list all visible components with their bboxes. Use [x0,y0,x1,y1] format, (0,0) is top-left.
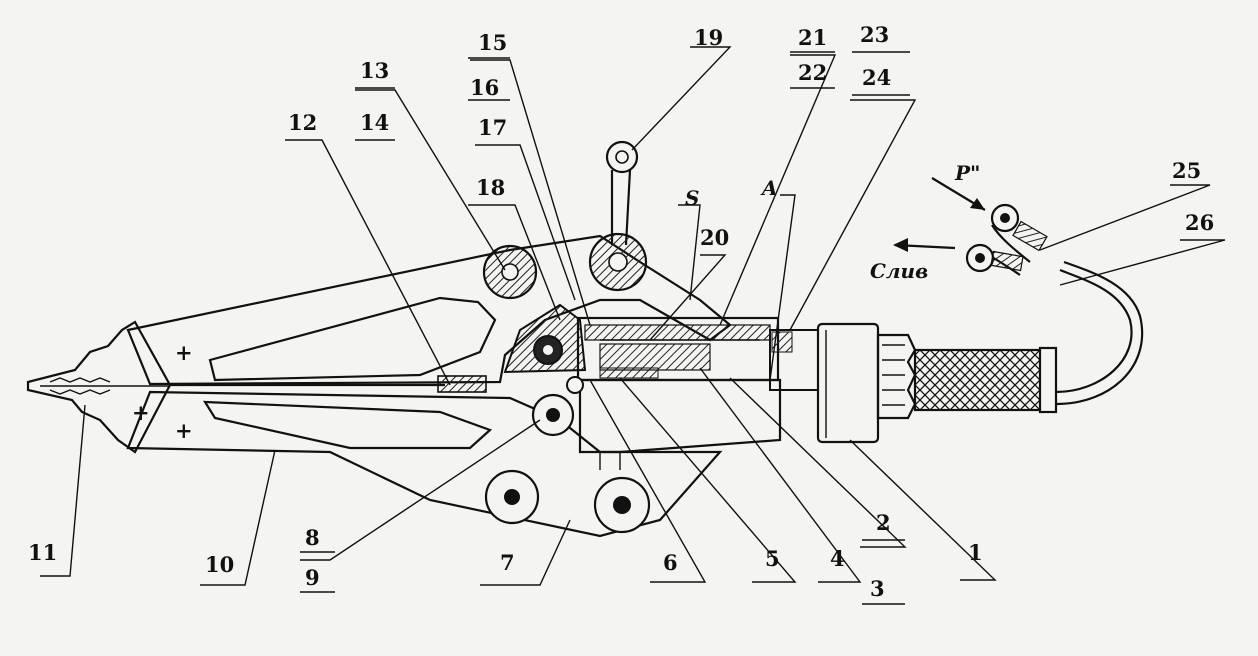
plus-mark: + [175,418,193,443]
label-10: 10 [205,552,234,577]
lever-ring-19[interactable] [605,140,639,174]
label-9: 9 [305,565,320,590]
collar-1 [816,322,880,444]
hose [1055,268,1133,394]
lower-arm-window [202,400,493,450]
upper-arm-window [208,296,497,382]
label-underlines [300,51,910,605]
label-8: 8 [305,525,320,550]
housing-4 [578,378,782,454]
drain-label: Слив [870,259,928,283]
label-7: 7 [500,550,515,575]
plus-mark: + [132,400,150,425]
leader-lines [40,46,1226,586]
label-19: 19 [694,25,723,50]
label-1: 1 [968,540,983,565]
label-6: 6 [663,550,678,575]
label-11: 11 [28,540,57,565]
lower-arm [126,390,723,538]
jaw-tip [26,320,172,454]
nut [876,333,917,420]
label-20: 20 [700,225,729,250]
section-label-a: A [760,176,778,200]
label-24: 24 [862,65,891,90]
label-17: 17 [478,115,507,140]
label-26: 26 [1185,210,1214,235]
label-12: 12 [288,110,317,135]
label-23: 23 [860,22,889,47]
label-4: 4 [830,546,845,571]
plus-mark: + [175,340,193,365]
part-number-labels: 1 2 3 4 5 6 7 8 9 10 11 12 13 14 15 16 1… [28,22,1214,601]
rod-sleeve-12 [437,375,487,393]
label-5: 5 [765,546,780,571]
label-15: 15 [478,30,507,55]
knurled-handle[interactable] [913,348,1047,412]
label-22: 22 [798,60,827,85]
label-3: 3 [870,576,885,601]
label-21: 21 [798,25,827,50]
label-18: 18 [476,175,505,200]
pressure-label: P" [954,161,980,185]
label-14: 14 [360,110,389,135]
label-2: 2 [876,510,891,535]
section-label-s: S [685,186,699,210]
label-16: 16 [470,75,499,100]
label-25: 25 [1172,158,1201,183]
label-13: 13 [360,58,389,83]
